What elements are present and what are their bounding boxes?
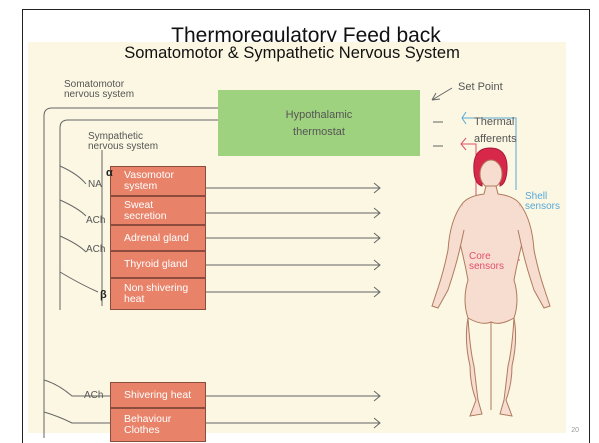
set-point-arrow [432,88,452,100]
beta-curve [60,272,98,292]
hypothalamic-line1: Hypothalamic [218,107,420,124]
arrow-vasomotor [206,183,380,193]
effector-shivering-heat: Shivering heat [110,382,206,408]
set-point-label: Set Point [458,82,503,92]
hypothalamic-thermostat-box: Hypothalamic thermostat [218,90,420,156]
beta-receptor: β [100,290,107,300]
effector-thyroid-gland: Thyroid gland [110,251,206,278]
effector-adrenal-gland: Adrenal gland [110,225,206,251]
transmitter-ach-2: ACh [86,245,105,255]
arrow-behaviour [206,418,380,428]
right-arm [518,204,550,308]
arrow-shivering [206,391,380,401]
arrow-thyroid [206,260,380,270]
head [480,160,502,188]
behaviour-curve [44,412,110,423]
alpha-receptor: α [106,168,113,178]
ach1-curve [60,200,86,216]
hypothalamic-line2: thermostat [218,124,420,141]
arrow-adrenal [206,233,380,243]
arrow-sweat [206,208,380,218]
arrow-nonshivering [206,287,380,297]
na-curve [60,166,86,184]
left-leg [466,318,482,416]
transmitter-na: NA [88,180,102,190]
left-arm [432,204,464,308]
page-number: 20 [571,427,579,434]
transmitter-ach-1: ACh [86,216,105,226]
ach2-curve [60,236,86,252]
transmitter-ach-3: ACh [84,391,103,401]
human-figure [432,148,550,416]
right-leg [500,318,516,416]
